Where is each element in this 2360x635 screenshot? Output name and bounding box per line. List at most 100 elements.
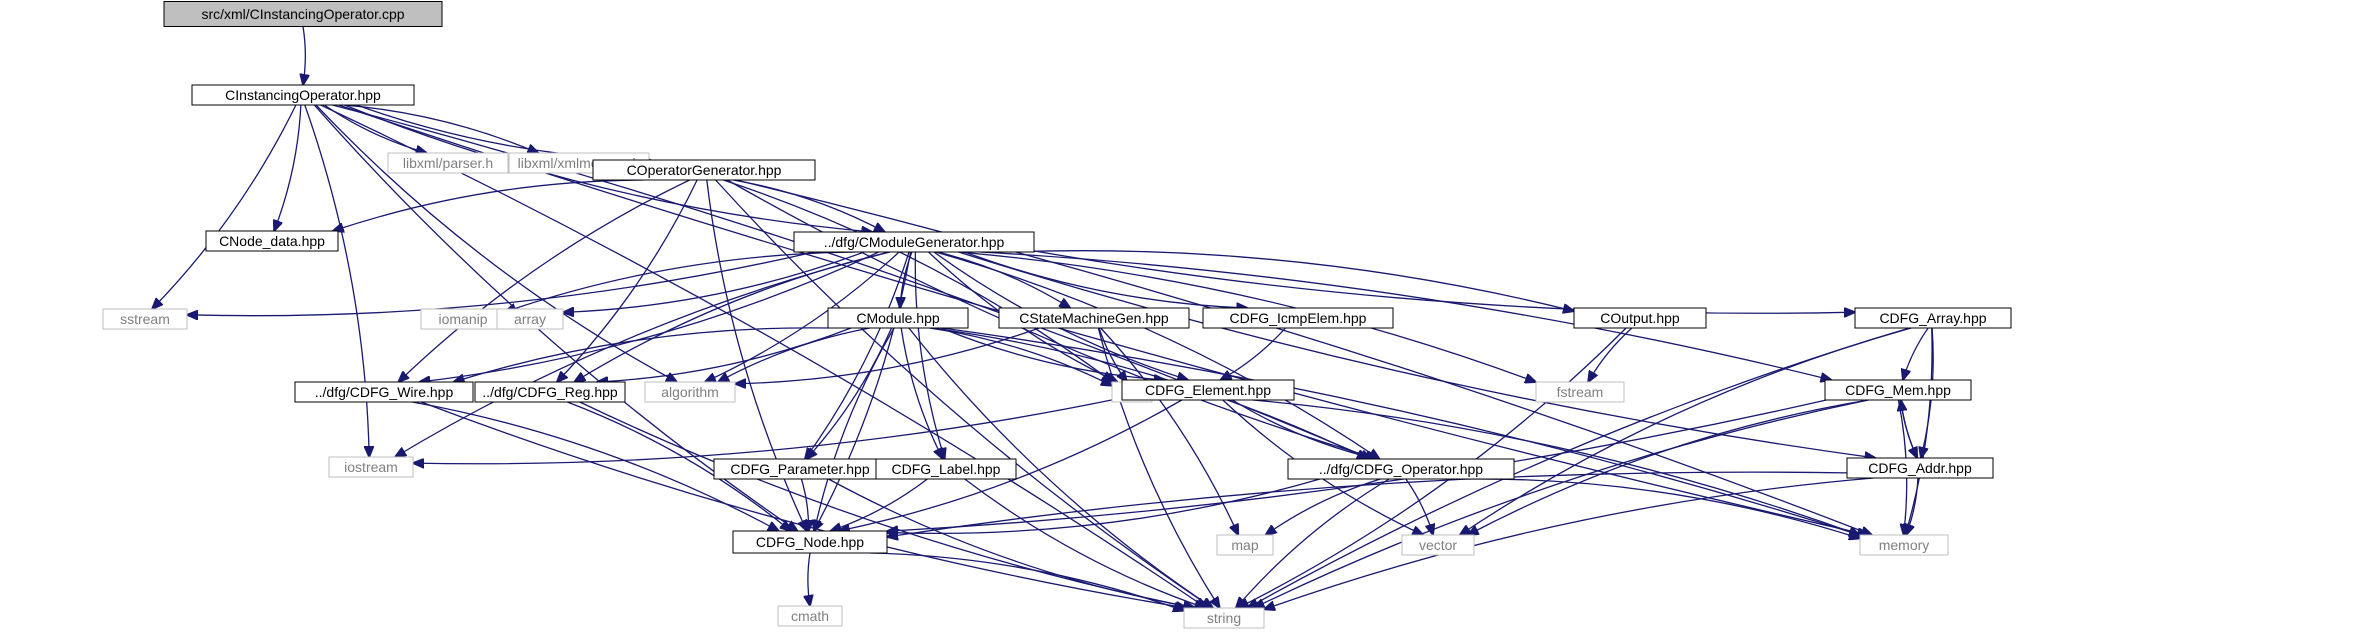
- node-label-cmodule: CModule.hpp: [856, 310, 939, 326]
- node-element[interactable]: CDFG_Element.hpp: [1121, 379, 1295, 401]
- node-box-icmp: [1202, 307, 1394, 329]
- edge-cmodgen-to-operator: [935, 251, 1380, 459]
- edge-param-to-node: [800, 478, 808, 531]
- node-label-algorithm: algorithm: [661, 384, 719, 400]
- node-addr[interactable]: CDFG_Addr.hpp: [1846, 457, 1994, 479]
- node-box-map: [1216, 534, 1274, 556]
- node-label-operator: ../dfg/CDFG_Operator.hpp: [1319, 461, 1483, 477]
- node-iomanip: iomanip: [420, 308, 506, 330]
- edge-coutput-to-fstream: [1588, 327, 1633, 382]
- node-box-algorithm: [644, 381, 736, 403]
- edge-cmodgen-to-array: [563, 251, 865, 312]
- edge-carray-to-memory: [1905, 327, 1933, 535]
- edge-cmodule-to-string: [908, 327, 1213, 608]
- node-box-wire: [294, 381, 474, 403]
- edge-copgen-to-wire: [398, 179, 690, 382]
- edge-mem-to-string: [1254, 399, 1869, 608]
- node-label-copgen: COperatorGenerator.hpp: [627, 162, 782, 178]
- edges-layer: [152, 26, 1934, 611]
- node-label-cmath: cmath: [791, 608, 829, 624]
- edge-addr-to-memory: [1906, 477, 1919, 535]
- edge-label-to-string: [964, 478, 1206, 608]
- node-label-cnode: CNode_data.hpp: [219, 233, 325, 249]
- node-label-reg: ../dfg/CDFG_Reg.hpp: [482, 384, 618, 400]
- node-label-iomanip: iomanip: [438, 311, 487, 327]
- edge-csmg-to-algorithm: [735, 327, 1040, 384]
- node-csmg[interactable]: CStateMachineGen.hpp: [998, 307, 1190, 329]
- node-root[interactable]: src/xml/CInstancingOperator.cpp: [163, 1, 443, 27]
- edge-node-to-cmath: [808, 552, 810, 606]
- edge-cmodgen-to-addr: [958, 251, 1876, 458]
- node-copgen[interactable]: COperatorGenerator.hpp: [592, 159, 816, 181]
- edge-copgen-to-list: [723, 179, 1112, 382]
- edge-icmp-to-element: [1221, 327, 1286, 380]
- edge-element-to-memory: [1252, 399, 1860, 535]
- edge-cinst-to-cmodgen: [344, 104, 873, 232]
- node-box-csmg: [998, 307, 1190, 329]
- edge-cmodule-to-memory: [942, 327, 1860, 535]
- edge-cmodgen-to-iostream: [395, 251, 891, 457]
- node-coutput[interactable]: COutput.hpp: [1573, 307, 1707, 329]
- node-label[interactable]: CDFG_Label.hpp: [875, 458, 1017, 480]
- node-label-mem: CDFG_Mem.hpp: [1845, 382, 1951, 398]
- node-box-cmodule: [827, 307, 969, 329]
- edge-operator-to-node: [887, 478, 1321, 533]
- node-parser: libxml/parser.h: [387, 152, 509, 174]
- edge-cmodgen-to-algorithm: [705, 251, 900, 382]
- node-operator[interactable]: ../dfg/CDFG_Operator.hpp: [1287, 458, 1515, 480]
- node-label-cinst: CInstancingOperator.hpp: [225, 87, 381, 103]
- node-label-carray: CDFG_Array.hpp: [1879, 310, 1986, 326]
- node-box-cmodgen: [793, 231, 1035, 253]
- edge-cmodgen-to-fstream: [958, 251, 1536, 382]
- edge-cinst-to-iostream: [304, 104, 369, 457]
- node-label-label: CDFG_Label.hpp: [892, 461, 1001, 477]
- node-box-sstream: [102, 308, 188, 330]
- edge-node-to-string: [869, 552, 1184, 611]
- edge-csmg-to-map: [1100, 327, 1239, 535]
- node-label-param: CDFG_Parameter.hpp: [730, 461, 869, 477]
- edge-copgen-to-node: [706, 179, 807, 531]
- node-box-fstream: [1535, 381, 1625, 403]
- edge-wire-to-node: [412, 401, 778, 531]
- node-box-label: [875, 458, 1017, 480]
- node-box-cinst: [191, 84, 415, 106]
- node-box-iostream: [328, 456, 414, 478]
- edge-operator-to-map: [1266, 478, 1381, 535]
- node-box-array: [496, 308, 564, 330]
- edge-addr-to-mem: [1901, 400, 1918, 459]
- node-carray[interactable]: CDFG_Array.hpp: [1854, 307, 2012, 329]
- node-label-addr: CDFG_Addr.hpp: [1868, 460, 1972, 476]
- node-label-parser: libxml/parser.h: [403, 155, 493, 171]
- edge-carray-to-string: [1248, 327, 1910, 608]
- node-cinst[interactable]: CInstancingOperator.hpp: [191, 84, 415, 106]
- edge-cmodgen-to-node: [814, 251, 912, 531]
- edge-element-to-iostream: [413, 397, 1123, 464]
- node-array: array: [496, 308, 564, 330]
- node-cnode[interactable]: CNode_data.hpp: [205, 230, 339, 252]
- edge-cmodgen-to-mem: [980, 251, 1832, 380]
- edge-cmodgen-to-carray: [1033, 250, 1855, 313]
- node-mem[interactable]: CDFG_Mem.hpp: [1824, 379, 1972, 401]
- edge-cmodgen-to-iomanip: [505, 251, 856, 312]
- node-sstream: sstream: [102, 308, 188, 330]
- node-label-wire: ../dfg/CDFG_Wire.hpp: [315, 384, 454, 400]
- node-param[interactable]: CDFG_Parameter.hpp: [713, 458, 887, 480]
- edge-cinst-to-memory: [338, 104, 1869, 535]
- node-icmp[interactable]: CDFG_IcmpElem.hpp: [1202, 307, 1394, 329]
- edge-copgen-to-memory: [735, 179, 1872, 535]
- node-wire[interactable]: ../dfg/CDFG_Wire.hpp: [294, 381, 474, 403]
- node-cmodgen[interactable]: ../dfg/CModuleGenerator.hpp: [793, 231, 1035, 253]
- edge-cinst-to-algorithm: [315, 104, 677, 382]
- edge-root-to-cinst: [303, 26, 305, 86]
- node-label-sstream: sstream: [120, 311, 170, 327]
- edge-operator-to-memory: [1467, 478, 1860, 538]
- node-cmodule[interactable]: CModule.hpp: [827, 307, 969, 329]
- node-reg[interactable]: ../dfg/CDFG_Reg.hpp: [474, 381, 626, 403]
- node-node[interactable]: CDFG_Node.hpp: [732, 530, 888, 554]
- node-box-cmath: [777, 605, 843, 627]
- node-label-string: string: [1207, 610, 1241, 626]
- node-label-icmp: CDFG_IcmpElem.hpp: [1230, 310, 1367, 326]
- edge-cmodule-to-element: [940, 327, 1165, 380]
- edge-cmodgen-to-csmg: [937, 251, 1071, 308]
